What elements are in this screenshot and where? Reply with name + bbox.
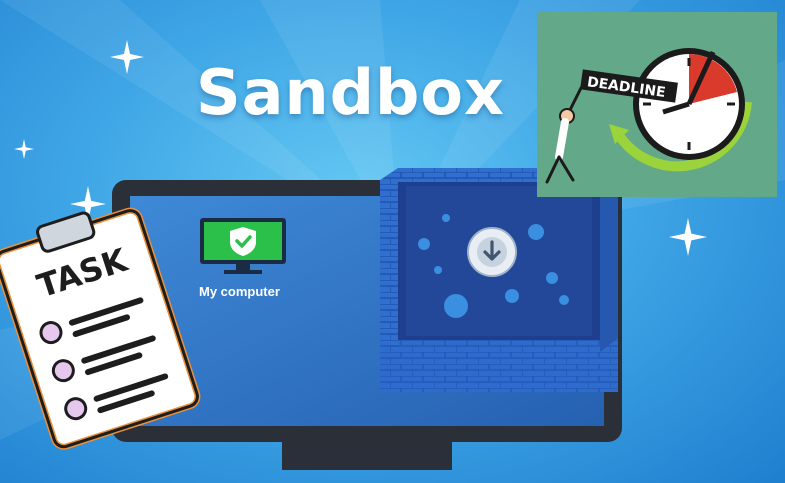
download-disk-icon bbox=[467, 227, 517, 277]
page-title: Sandbox bbox=[196, 56, 505, 129]
deadline-card: DEADLINE bbox=[537, 12, 777, 197]
virus-icons bbox=[418, 214, 569, 318]
deadline-clock-illustration: DEADLINE bbox=[545, 48, 752, 184]
sparkle-icon bbox=[70, 186, 106, 222]
sparkle-icon bbox=[669, 218, 707, 256]
my-computer-label: My computer bbox=[199, 284, 280, 299]
sparkle-icon bbox=[110, 40, 144, 74]
sandbox-box bbox=[380, 168, 618, 392]
sparkle-icon bbox=[14, 139, 34, 159]
hanging-person-icon bbox=[545, 86, 583, 184]
task-card: TASK bbox=[0, 207, 201, 450]
shield-check-monitor-icon bbox=[200, 218, 286, 274]
